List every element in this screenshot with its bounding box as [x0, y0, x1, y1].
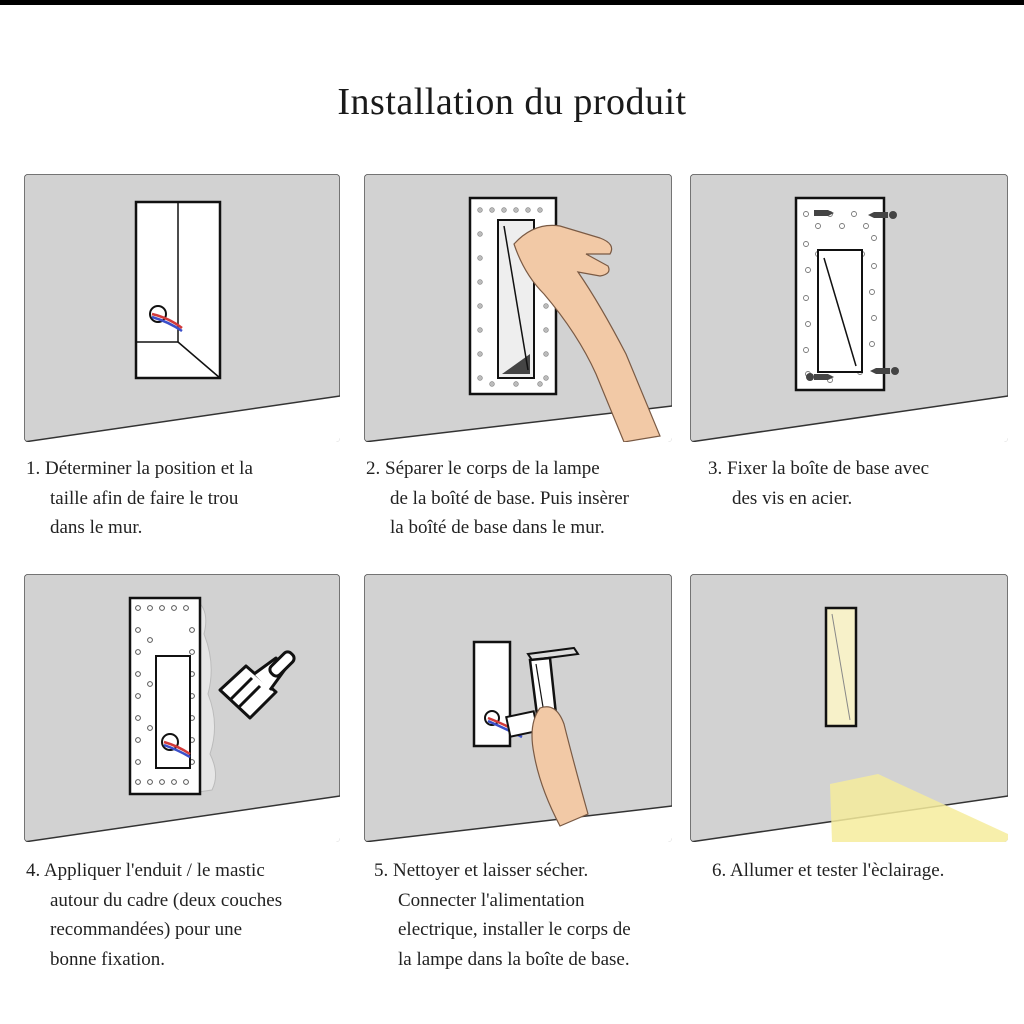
caption-line: 3. Fixer la boîte de base avec — [708, 458, 930, 479]
caption-line: dans le mur. — [50, 517, 143, 538]
base-box — [128, 596, 202, 796]
step-2-caption: 2. Séparer le corps de la lampe de la bo… — [366, 454, 629, 543]
step-4-caption: 4. Appliquer l'enduit / le mastic autour… — [26, 856, 282, 974]
top-border — [0, 0, 1024, 5]
paint-brush-icon — [218, 650, 296, 720]
caption-line: la boîté de base dans le mur. — [390, 517, 605, 538]
step-1-illustration — [24, 174, 340, 442]
caption-line: 4. Appliquer l'enduit / le mastic — [26, 860, 265, 881]
caption-line: Connecter l'alimentation — [398, 889, 585, 911]
base-box — [472, 640, 512, 748]
step-4-illustration — [24, 574, 340, 842]
step-1-caption: 1. Déterminer la position et la taille a… — [26, 454, 253, 543]
lit-lamp — [824, 606, 858, 728]
caption-line: electrique, installer le corps de — [398, 919, 631, 940]
caption-line: de la boîté de base. Puis insèrer — [390, 487, 630, 509]
cable-icon — [149, 305, 183, 333]
base-box — [794, 196, 886, 392]
caption-line: recommandées) pour une — [50, 919, 243, 940]
step-6-caption: 6. Allumer et tester l'èclairage. — [712, 856, 944, 886]
step-3-illustration — [690, 174, 1008, 442]
caption-line: 6. Allumer et tester l'èclairage. — [712, 860, 945, 881]
light-beam — [830, 774, 1008, 842]
caption-line: autour du cadre (deux couches — [50, 889, 283, 911]
step-5-caption: 5. Nettoyer et laisser sécher. Connecter… — [374, 856, 631, 974]
step-3-caption: 3. Fixer la boîte de base avec des vis e… — [708, 454, 929, 513]
caption-line: 1. Déterminer la position et la — [26, 458, 253, 479]
caption-line: 2. Séparer le corps de la lampe — [366, 458, 600, 479]
caption-line: taille afin de faire le trou — [50, 487, 239, 509]
hand-icon — [513, 224, 661, 442]
page-title: Installation du produit — [337, 81, 687, 123]
step-2-illustration — [364, 174, 672, 442]
base-box — [468, 196, 558, 396]
screw-icon — [806, 210, 899, 381]
caption-line: bonne fixation. — [50, 948, 166, 970]
caption-line: la lampe dans la boîte de base. — [398, 948, 630, 970]
cable-icon — [161, 733, 191, 759]
hand-icon — [531, 706, 589, 827]
wall-hole — [134, 200, 222, 380]
step-6-illustration — [690, 574, 1008, 842]
caption-line: des vis en acier. — [732, 487, 853, 509]
step-5-illustration — [364, 574, 672, 842]
caption-line: 5. Nettoyer et laisser sécher. — [374, 860, 589, 881]
